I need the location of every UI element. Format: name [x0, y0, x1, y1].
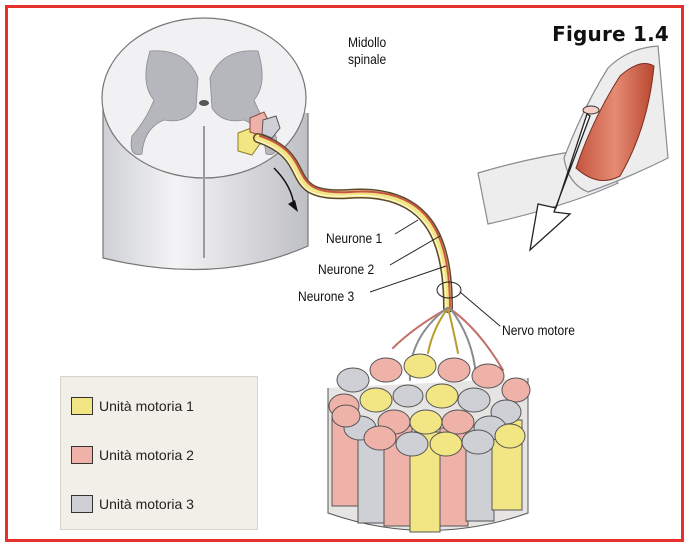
legend: Unità motoria 1 Unità motoria 2 Unità mo…: [60, 376, 258, 530]
neuron-1-label: Neurone 1: [326, 230, 382, 246]
muscle-fiber-bundle: [328, 354, 530, 532]
legend-swatch-unit-2: [71, 446, 93, 464]
legend-item-unit-2: Unità motoria 2: [71, 446, 194, 464]
legend-label-unit-1: Unità motoria 1: [99, 398, 194, 414]
legend-swatch-unit-1: [71, 397, 93, 415]
neuron-3-label: Neurone 3: [298, 288, 354, 304]
spinal-cord-label-line2: spinale: [348, 51, 386, 67]
arm-illustration: [478, 46, 668, 250]
neuron-2-label: Neurone 2: [318, 261, 374, 277]
spinal-cord-label-line1: Midollo: [348, 34, 386, 50]
legend-item-unit-3: Unità motoria 3: [71, 495, 194, 513]
figure-title: Figure 1.4: [552, 22, 669, 46]
axon-bundle: [256, 136, 503, 380]
legend-item-unit-1: Unità motoria 1: [71, 397, 194, 415]
legend-swatch-unit-3: [71, 495, 93, 513]
motor-nerve-label: Nervo motore: [502, 322, 575, 338]
legend-label-unit-3: Unità motoria 3: [99, 496, 194, 512]
legend-label-unit-2: Unità motoria 2: [99, 447, 194, 463]
figure-frame: Figure 1.4 Midollo spinale Neurone 1 Neu…: [5, 5, 684, 542]
